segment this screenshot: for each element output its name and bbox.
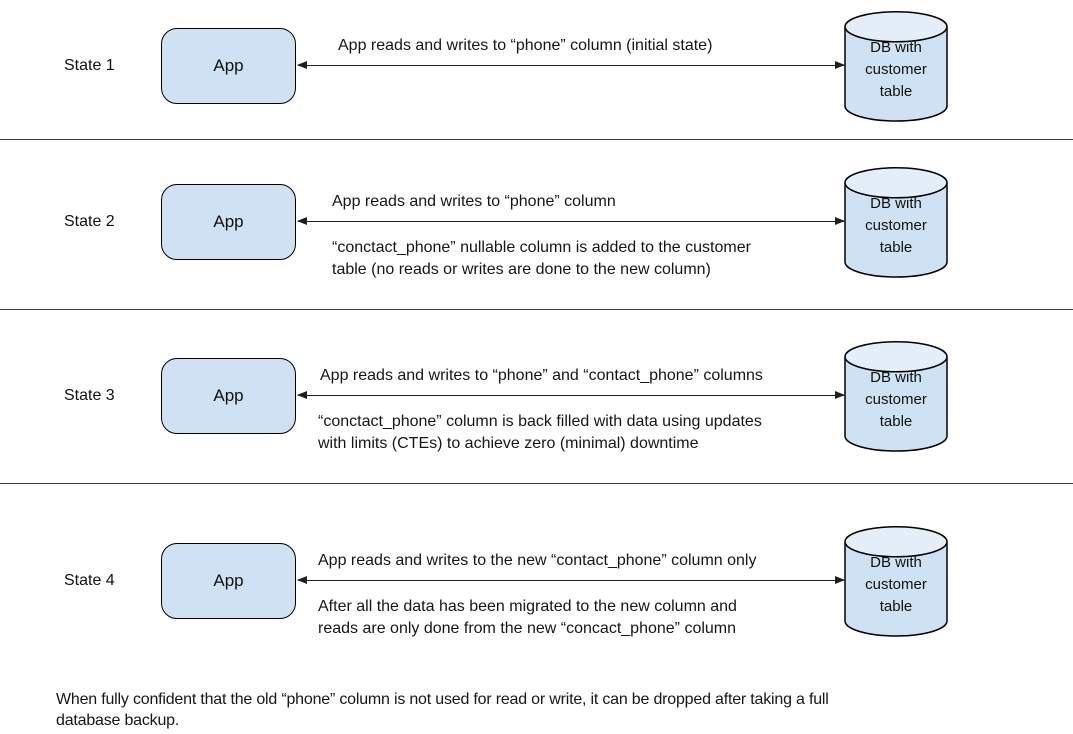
database-node: DB with customer table [843, 166, 949, 278]
app-node-label: App [213, 386, 244, 405]
state-row-4: State 4 App App reads and writes to the … [0, 515, 1073, 654]
row-divider [0, 483, 1073, 484]
bidirectional-arrow [297, 575, 845, 584]
state-2-label: State 2 [64, 213, 115, 230]
state-3-label: State 3 [64, 387, 115, 404]
database-cylinder-icon [844, 167, 948, 278]
bidirectional-arrow [297, 60, 845, 69]
database-node: DB with customer table [843, 340, 949, 452]
database-node-label: DB with customer table [865, 369, 927, 430]
database-cylinder-icon [844, 11, 948, 122]
state-description: “conctact_phone” nullable column is adde… [332, 239, 751, 278]
app-node: App [161, 184, 296, 260]
state-row-1: State 1 App App reads and writes to “pho… [0, 0, 1073, 139]
database-node: DB with customer table [843, 10, 949, 122]
arrow-label: App reads and writes to “phone” column (… [338, 37, 713, 54]
arrow-label: App reads and writes to “phone” column [332, 193, 616, 210]
state-description: After all the data has been migrated to … [318, 598, 737, 637]
arrow-label: App reads and writes to “phone” and “con… [320, 367, 763, 384]
footer-note: When fully confident that the old “phone… [56, 691, 829, 729]
state-row-2: State 2 App App reads and writes to “pho… [0, 156, 1073, 295]
database-node-label: DB with customer table [865, 195, 927, 256]
database-cylinder-icon [844, 526, 948, 637]
database-cylinder-icon [844, 341, 948, 452]
app-node-label: App [213, 212, 244, 231]
app-node-label: App [213, 56, 244, 75]
state-row-3: State 3 App App reads and writes to “pho… [0, 330, 1073, 469]
row-divider [0, 139, 1073, 140]
database-node: DB with customer table [843, 525, 949, 637]
app-node: App [161, 358, 296, 434]
row-divider [0, 309, 1073, 310]
database-node-label: DB with customer table [865, 39, 927, 100]
state-1-label: State 1 [64, 57, 115, 74]
app-node-label: App [213, 571, 244, 590]
app-node: App [161, 28, 296, 104]
app-node: App [161, 543, 296, 619]
bidirectional-arrow [297, 390, 845, 399]
database-node-label: DB with customer table [865, 554, 927, 615]
bidirectional-arrow [297, 216, 845, 225]
arrow-label: App reads and writes to the new “contact… [318, 552, 757, 569]
state-4-label: State 4 [64, 572, 115, 589]
state-description: “conctact_phone” column is back filled w… [318, 413, 762, 452]
